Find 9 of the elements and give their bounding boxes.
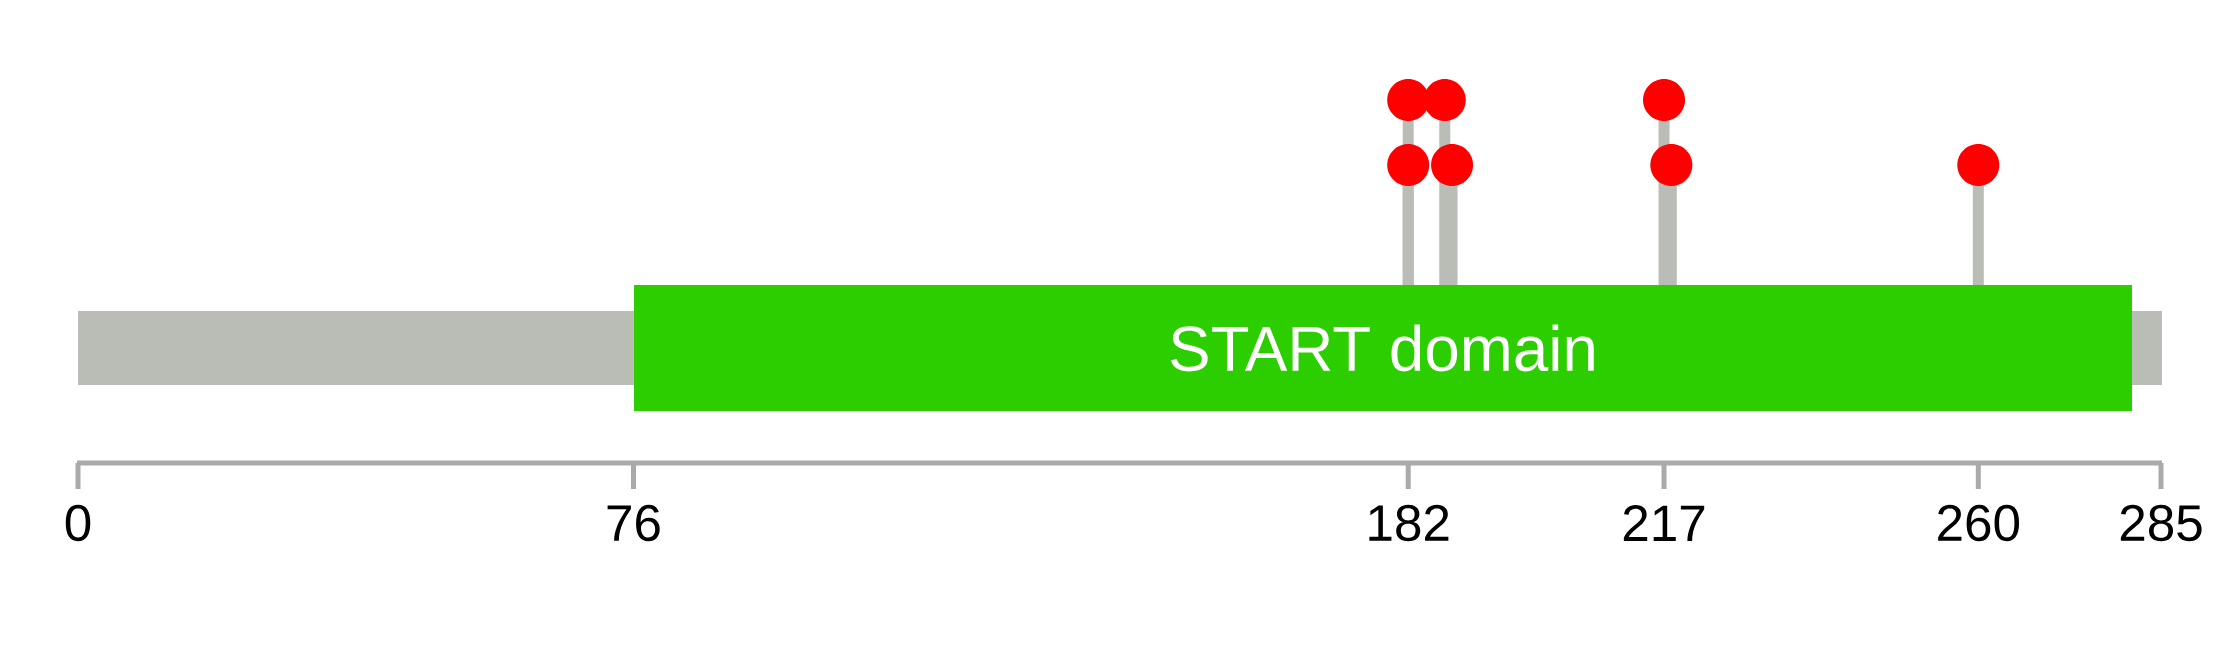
tick-label: 0 (65, 504, 91, 542)
domain-box: START domain (634, 285, 2133, 411)
tick-label: 182 (1369, 504, 1449, 542)
protein-backbone (78, 311, 634, 385)
tick-label: 76 (607, 504, 660, 542)
protein-backbone (2132, 311, 2162, 385)
tick-label: 217 (1623, 505, 1705, 541)
tick-label: 260 (1938, 504, 2020, 542)
tick-label: 285 (2120, 504, 2202, 542)
